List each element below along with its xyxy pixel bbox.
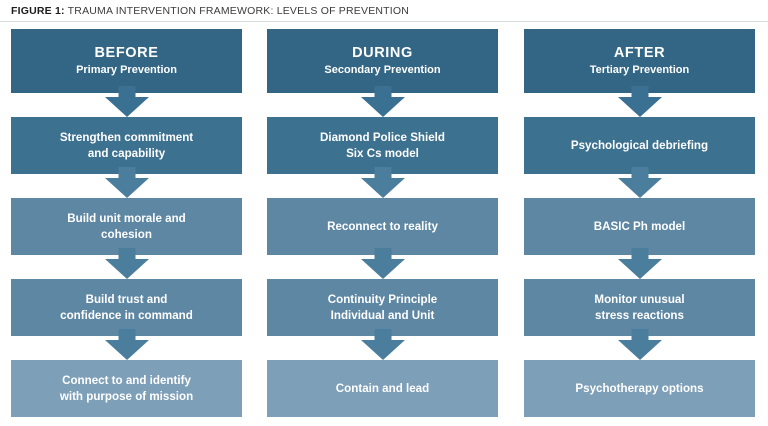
step-box: Connect to and identify with purpose of …	[11, 360, 242, 417]
flow-arrow-down-icon	[524, 248, 755, 279]
arrow-head	[104, 340, 149, 360]
figure-caption-label: FIGURE 1:	[11, 5, 65, 17]
step-box: Contain and lead	[267, 360, 498, 417]
figure-caption: FIGURE 1: TRAUMA INTERVENTION FRAMEWORK:…	[11, 4, 409, 18]
flow-arrow-down-icon	[267, 248, 498, 279]
flow-arrow-down-icon	[524, 86, 755, 117]
arrow-head	[617, 178, 662, 198]
step-label: BASIC Ph model	[593, 219, 686, 233]
step-label: Strengthen commitment and capability	[59, 131, 194, 160]
step-label: Contain and lead	[335, 381, 430, 395]
step-box: Diamond Police Shield Six Cs model	[267, 117, 498, 174]
phase-title: AFTER	[613, 44, 666, 61]
phase-title: BEFORE	[94, 44, 159, 61]
arrow-head	[360, 259, 405, 279]
flow-arrow-down-icon	[11, 86, 242, 117]
step-label: Build unit morale and cohesion	[67, 212, 186, 241]
flow-arrow-down-icon	[267, 86, 498, 117]
arrow-head	[617, 259, 662, 279]
arrow-head	[104, 259, 149, 279]
flow-arrow-down-icon	[524, 329, 755, 360]
phase-header-before: BEFORE Primary Prevention	[11, 29, 242, 93]
arrow-head	[104, 97, 149, 117]
figure-frame	[0, 21, 768, 426]
step-box: Psychotherapy options	[524, 360, 755, 417]
arrow-head	[617, 97, 662, 117]
flow-arrow-down-icon	[267, 167, 498, 198]
step-box: Strengthen commitment and capability	[11, 117, 242, 174]
step-label: Reconnect to reality	[327, 219, 438, 233]
phase-subtitle: Primary Prevention	[76, 63, 177, 76]
arrow-head	[360, 178, 405, 198]
step-box: Psychological debriefing	[524, 117, 755, 174]
flow-arrow-down-icon	[11, 329, 242, 360]
step-label: Monitor unusual stress reactions	[594, 293, 685, 322]
arrow-head	[360, 97, 405, 117]
step-label: Continuity Principle Individual and Unit	[327, 293, 438, 322]
phase-header-during: DURING Secondary Prevention	[267, 29, 498, 93]
step-box: Monitor unusual stress reactions	[524, 279, 755, 336]
flow-arrow-down-icon	[524, 167, 755, 198]
step-box: Build unit morale and cohesion	[11, 198, 242, 255]
step-label: Psychological debriefing	[570, 138, 709, 152]
phase-subtitle: Tertiary Prevention	[589, 63, 690, 76]
arrow-head	[617, 340, 662, 360]
flow-arrow-down-icon	[11, 248, 242, 279]
flow-arrow-down-icon	[11, 167, 242, 198]
step-label: Diamond Police Shield Six Cs model	[320, 131, 445, 160]
step-box: Reconnect to reality	[267, 198, 498, 255]
step-label: Psychotherapy options	[575, 381, 704, 395]
step-label: Build trust and confidence in command	[60, 293, 193, 322]
step-label: Connect to and identify with purpose of …	[59, 374, 194, 403]
arrow-head	[104, 178, 149, 198]
step-box: Build trust and confidence in command	[11, 279, 242, 336]
phase-subtitle: Secondary Prevention	[324, 63, 441, 76]
phase-header-after: AFTER Tertiary Prevention	[524, 29, 755, 93]
step-box: BASIC Ph model	[524, 198, 755, 255]
figure-caption-title: TRAUMA INTERVENTION FRAMEWORK: LEVELS OF…	[67, 5, 410, 17]
step-box: Continuity Principle Individual and Unit	[267, 279, 498, 336]
flow-arrow-down-icon	[267, 329, 498, 360]
phase-title: DURING	[352, 44, 413, 61]
arrow-head	[360, 340, 405, 360]
